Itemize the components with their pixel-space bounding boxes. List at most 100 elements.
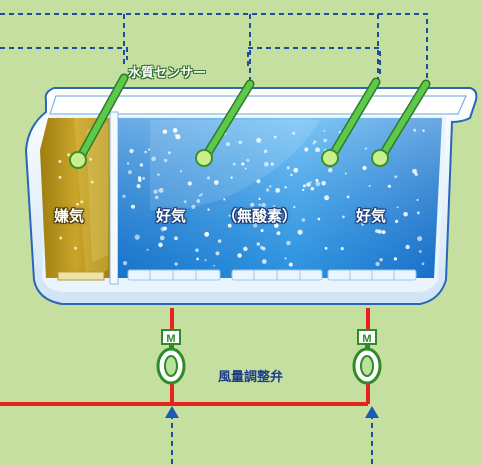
bubble [375,261,380,267]
bubble [323,130,326,132]
bubble [405,244,410,250]
bubble [275,188,281,193]
bubble [346,195,350,199]
bubble [168,151,171,155]
bubble [292,131,296,135]
bubble [377,229,382,234]
bubble [418,250,422,253]
bubble [302,184,306,188]
bubble [74,246,77,250]
bubble [284,186,287,189]
bubble [266,188,270,192]
bubble [198,194,201,197]
bubble [387,184,391,188]
bubble [261,259,267,264]
bubble [260,245,264,250]
bubble [315,178,319,182]
bubble [286,240,291,246]
air-flow-arrows [165,406,379,418]
bubble [338,130,341,134]
bubble [253,218,259,224]
bubble [138,178,142,182]
bubble [196,257,200,261]
bubble [144,150,147,154]
bubble [204,259,207,262]
bubble [269,185,272,188]
bubble [146,248,149,251]
divider-wall [109,111,119,285]
bubble [290,173,293,177]
bubble [417,236,423,242]
bubble [147,148,151,151]
bubble [371,211,376,216]
bubble [58,160,62,163]
bubble [368,184,371,188]
bubble [89,157,93,161]
bubble [163,158,168,163]
bubble [232,162,236,166]
bubble [195,248,199,252]
bubble [328,167,333,173]
water-quality-sensor-label: 水質センサー [128,66,207,81]
bubble [237,253,242,258]
sensor-probe [69,73,129,169]
bubble [67,153,71,157]
bubble [297,229,303,235]
bubble [174,262,178,266]
bubble [412,168,417,174]
bubble [130,204,136,209]
bubble [293,205,296,209]
bubble [258,203,261,206]
bubble [123,261,128,266]
signal-lines [0,13,428,465]
bubble [342,215,345,219]
sensor-probe [321,77,381,167]
bubble [153,189,158,194]
bubble [310,187,314,191]
bubble [379,258,383,262]
bubble [258,197,261,200]
bubble [272,205,276,208]
bubble [381,230,386,235]
motor-valve-left [156,329,186,385]
bubble [270,162,274,166]
bubble [157,173,160,176]
bubble [172,128,178,133]
anaerobic-label: 嫌気 [54,207,85,225]
bubble [323,138,328,143]
bubble [155,195,159,200]
air-pipes [0,308,370,406]
bubble [122,194,126,198]
bubble [361,223,365,226]
bubble [344,172,347,175]
sensor-probe [195,79,255,167]
bubble [256,242,260,246]
bubble [256,179,261,184]
bubble [315,147,321,153]
bubble [136,184,141,189]
bubble [204,231,210,237]
bubble [312,142,315,145]
bubble [306,182,311,187]
bubble [187,181,192,186]
bubble [175,134,181,140]
bubble [246,158,250,162]
bubble [90,180,94,184]
motor-label-left: M [166,333,175,345]
bubble [309,181,312,184]
bubble [260,229,264,232]
bubble [127,170,132,175]
bubble [324,246,328,250]
bubble [302,188,305,192]
bubble [180,170,182,173]
bubble [80,200,84,204]
bubble [223,198,226,201]
bubble [403,211,408,217]
bubble [321,181,326,186]
bubble [416,198,419,202]
bubble [213,180,219,185]
air-valve-label: 風量調整弁 [218,370,284,385]
bubble [76,202,80,206]
bubble [394,175,398,179]
